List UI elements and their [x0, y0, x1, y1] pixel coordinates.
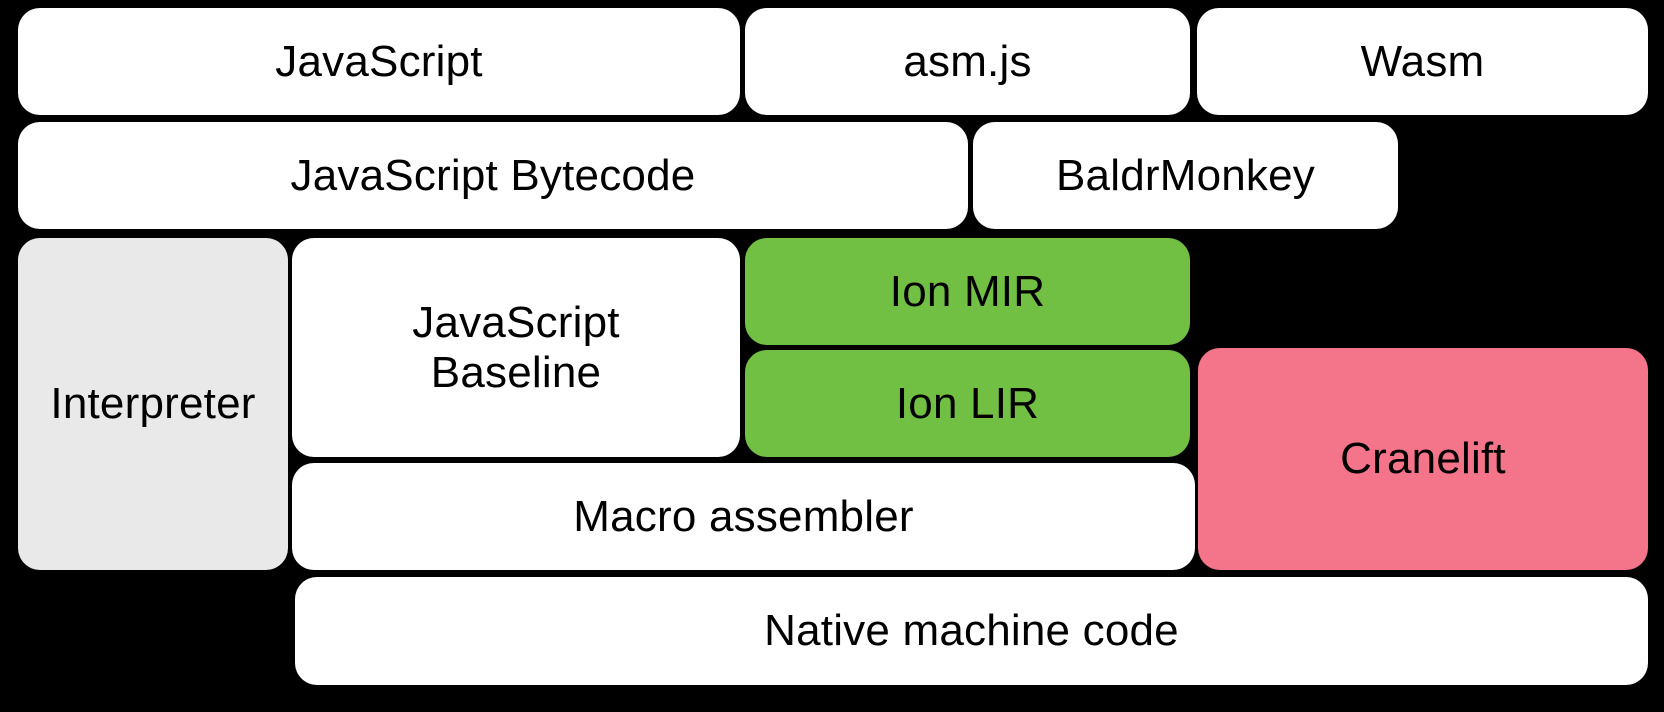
node-label: Ion LIR: [895, 378, 1040, 428]
node-native-machine-code[interactable]: Native machine code: [295, 577, 1648, 685]
node-cranelift[interactable]: Cranelift: [1198, 348, 1648, 570]
node-label: Macro assembler: [573, 491, 914, 541]
node-label: JavaScript Baseline: [412, 298, 620, 397]
node-javascript-bytecode[interactable]: JavaScript Bytecode: [18, 122, 968, 229]
node-label: Wasm: [1360, 36, 1485, 86]
node-label: JavaScript: [275, 36, 483, 86]
node-label: Interpreter: [50, 379, 256, 429]
node-baldrmonkey[interactable]: BaldrMonkey: [973, 122, 1398, 229]
node-label: BaldrMonkey: [1056, 150, 1315, 200]
node-macro-assembler[interactable]: Macro assembler: [292, 463, 1195, 570]
node-label: Native machine code: [764, 606, 1179, 656]
node-asm-js[interactable]: asm.js: [745, 8, 1190, 115]
node-label: asm.js: [903, 36, 1032, 86]
node-javascript-baseline[interactable]: JavaScript Baseline: [292, 238, 740, 457]
node-javascript[interactable]: JavaScript: [18, 8, 740, 115]
node-ion-lir[interactable]: Ion LIR: [745, 350, 1190, 457]
node-label: Cranelift: [1340, 434, 1506, 484]
node-wasm[interactable]: Wasm: [1197, 8, 1648, 115]
node-interpreter[interactable]: Interpreter: [18, 238, 288, 570]
node-ion-mir[interactable]: Ion MIR: [745, 238, 1190, 345]
node-label: JavaScript Bytecode: [290, 150, 696, 200]
node-label: Ion MIR: [889, 266, 1046, 316]
